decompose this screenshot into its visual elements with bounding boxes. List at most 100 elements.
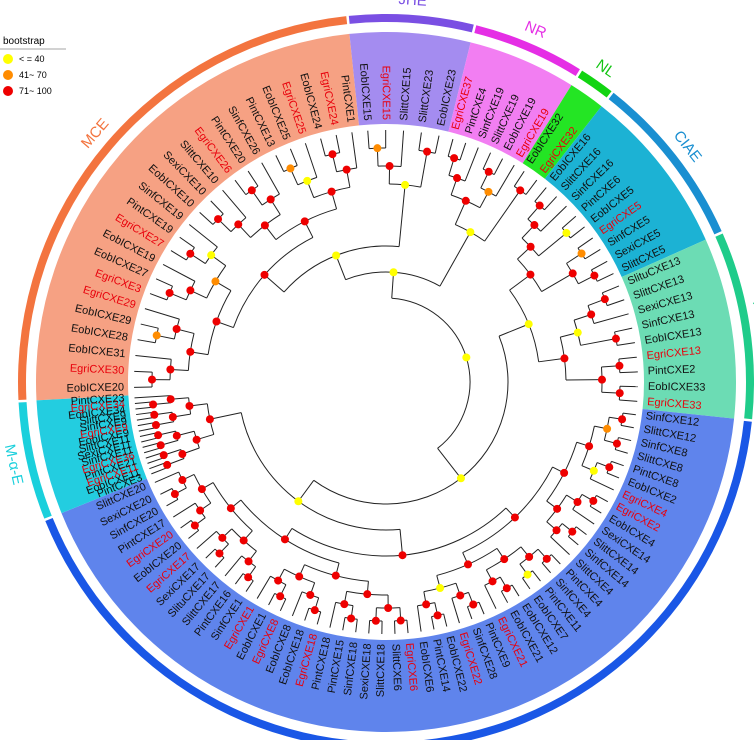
- bootstrap-node: [560, 354, 568, 362]
- branch-line: [330, 602, 336, 627]
- bootstrap-node: [590, 467, 598, 475]
- branch-line: [570, 227, 584, 238]
- bootstrap-node: [562, 229, 570, 237]
- branch-line: [206, 549, 215, 558]
- branch-line: [210, 413, 241, 420]
- branch-line: [262, 163, 280, 194]
- branch-line: [235, 574, 243, 584]
- branch-line: [369, 620, 370, 633]
- bootstrap-node: [171, 490, 179, 498]
- branch-line: [343, 617, 345, 630]
- bootstrap-node: [244, 573, 252, 581]
- bootstrap-node: [178, 450, 186, 458]
- bootstrap-node: [206, 415, 214, 423]
- branch-line: [496, 165, 514, 196]
- branch-line: [197, 531, 217, 548]
- bootstrap-node: [543, 555, 551, 563]
- branch-line: [539, 233, 567, 256]
- branch-line: [551, 537, 570, 555]
- branch-line: [499, 324, 529, 336]
- branch-line: [435, 136, 439, 154]
- bootstrap-node: [384, 604, 392, 612]
- bootstrap-node: [466, 228, 474, 236]
- branch-line: [483, 153, 490, 169]
- branch-line: [568, 536, 578, 544]
- branch-line: [167, 499, 178, 505]
- branch-line: [421, 152, 427, 187]
- leaf-label: PintCXE2: [648, 363, 696, 377]
- bootstrap-node: [613, 440, 621, 448]
- bootstrap-node: [191, 521, 199, 529]
- branch-line: [501, 591, 507, 602]
- branch-line: [620, 372, 638, 373]
- bootstrap-node: [303, 177, 311, 185]
- bootstrap-node: [525, 553, 533, 561]
- branch-line: [432, 617, 434, 630]
- branch-line: [597, 274, 613, 282]
- branch-arc: [292, 508, 506, 556]
- bootstrap-node: [618, 415, 626, 423]
- bootstrap-node: [281, 535, 289, 543]
- bootstrap-node: [553, 526, 561, 534]
- bootstrap-node: [511, 513, 519, 521]
- bootstrap-node: [450, 154, 458, 162]
- bootstrap-node: [500, 555, 508, 563]
- bootstrap-node: [462, 197, 470, 205]
- clade-label-7: M-α-E: [1, 443, 27, 487]
- bootstrap-node: [154, 431, 162, 439]
- branch-line: [438, 448, 461, 478]
- bootstrap-node: [173, 325, 181, 333]
- branch-line: [514, 171, 524, 186]
- bootstrap-legend: bootstrap < = 40 41~ 70 71~ 100: [0, 36, 66, 96]
- bootstrap-node: [423, 148, 431, 156]
- clade-label-2: NR: [522, 18, 549, 42]
- branch-line: [526, 180, 537, 194]
- branch-line: [189, 224, 217, 247]
- bootstrap-node: [484, 188, 492, 196]
- bootstrap-node: [434, 611, 442, 619]
- bootstrap-node: [196, 507, 204, 515]
- bootstrap-node: [227, 504, 235, 512]
- bootstrap-node: [436, 584, 444, 592]
- branch-line: [407, 620, 408, 633]
- tree-branches: [134, 130, 638, 634]
- bootstrap-node: [163, 461, 171, 469]
- branch-line: [440, 232, 470, 286]
- bootstrap-node: [574, 498, 582, 506]
- bootstrap-node: [294, 497, 302, 505]
- bootstrap-node: [245, 557, 253, 565]
- legend-label-low: < = 40: [19, 54, 45, 64]
- branch-line: [356, 619, 358, 632]
- bootstrap-node: [152, 421, 160, 429]
- bootstrap-node: [276, 592, 284, 600]
- branch-line: [141, 324, 159, 328]
- branch-line: [619, 400, 637, 401]
- branch-line: [145, 309, 179, 319]
- bootstrap-node: [469, 601, 477, 609]
- branch-line: [533, 571, 541, 581]
- branch-line: [156, 279, 172, 286]
- bootstrap-node: [568, 528, 576, 536]
- bootstrap-node: [386, 162, 394, 170]
- bootstrap-node: [169, 413, 177, 421]
- bootstrap-node: [456, 591, 464, 599]
- bootstrap-node: [363, 590, 371, 598]
- branch-line: [617, 343, 635, 346]
- branch-arc: [392, 298, 470, 448]
- branch-line: [573, 509, 594, 524]
- branch-line: [305, 143, 317, 177]
- branch-line: [180, 237, 195, 247]
- bootstrap-node: [574, 329, 582, 337]
- bootstrap-node: [598, 376, 606, 384]
- bootstrap-node: [274, 577, 282, 585]
- bootstrap-node: [524, 571, 532, 579]
- branch-line: [321, 139, 326, 156]
- branch-line: [160, 488, 172, 494]
- branch-line: [522, 578, 529, 589]
- bootstrap-node: [193, 436, 201, 444]
- legend-dot-high: [3, 86, 13, 96]
- bootstrap-node: [166, 366, 174, 374]
- bootstrap-node: [343, 166, 351, 174]
- bootstrap-node: [569, 269, 577, 277]
